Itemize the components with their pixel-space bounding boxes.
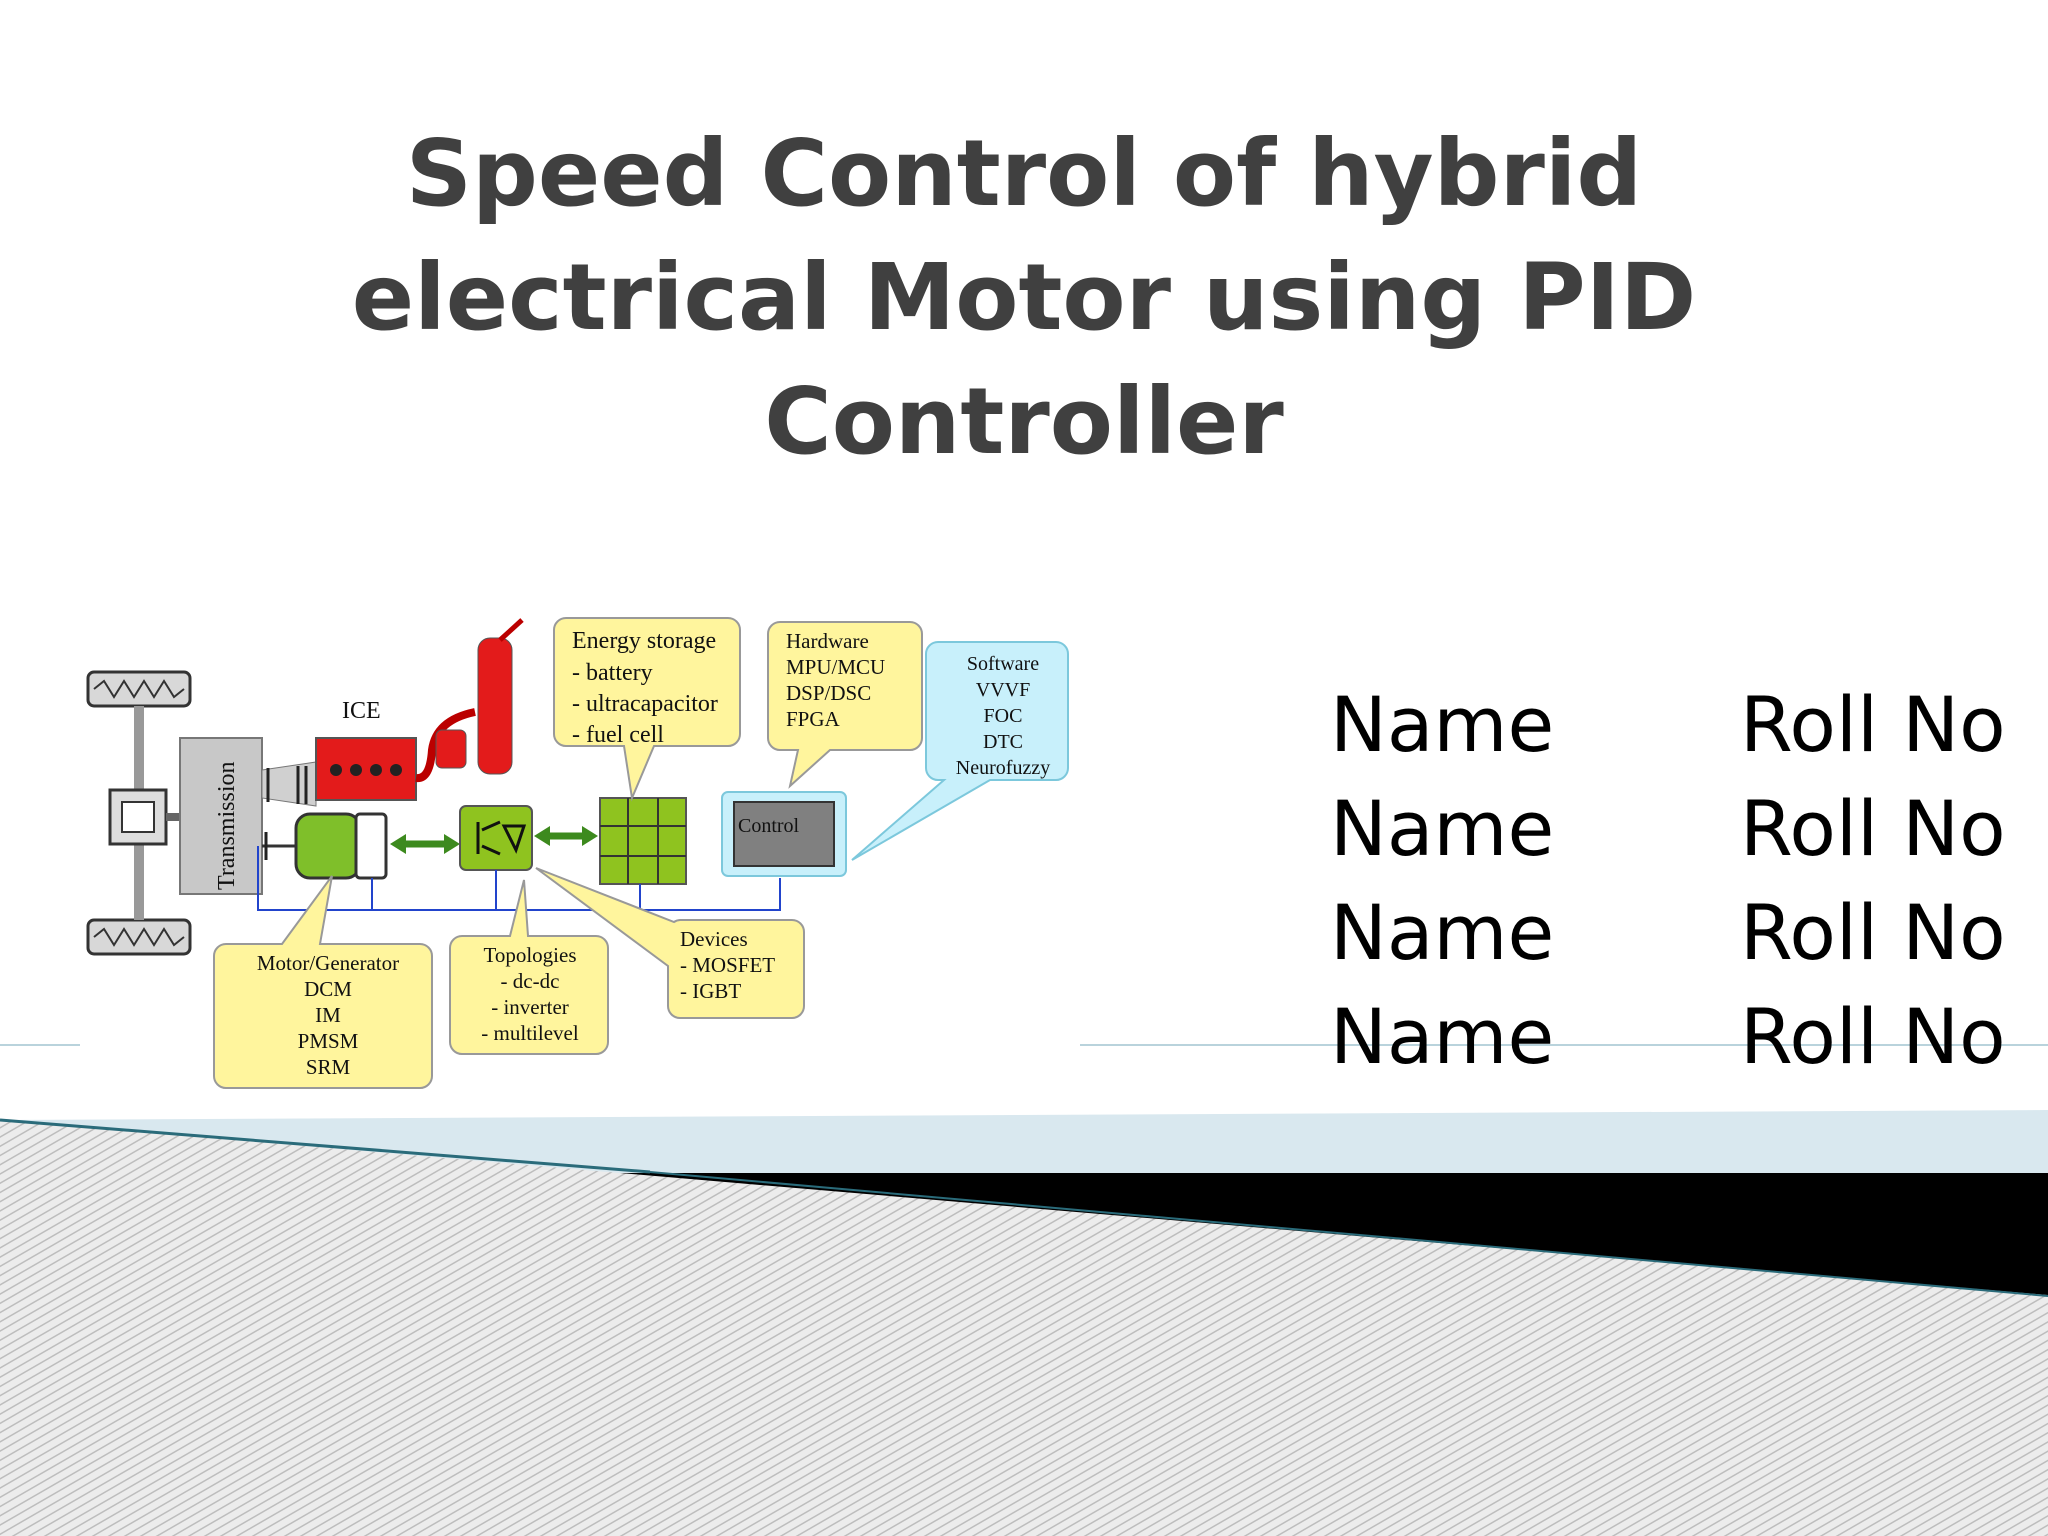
callout-motor-generator: Motor/Generator DCM IM PMSM SRM xyxy=(213,875,433,1089)
callout-topologies: Topologies - dc-dc - inverter - multilev… xyxy=(449,879,609,1055)
callout-line: SRM xyxy=(306,1055,351,1079)
title-line: Controller xyxy=(764,368,1284,475)
callout-line: MPU/MCU xyxy=(786,655,885,679)
callout-line: - ultracapacitor xyxy=(572,691,718,717)
student-name: Name xyxy=(1330,887,1555,977)
callout-line: - fuel cell xyxy=(572,722,664,748)
student-roll-no: Roll No xyxy=(1740,991,2006,1081)
control-chip-icon xyxy=(733,801,835,867)
callout-line: Devices xyxy=(680,927,748,951)
callout-line: DSP/DSC xyxy=(786,681,871,705)
student-row: Name Roll No xyxy=(1330,776,2030,880)
callout-line: DTC xyxy=(983,731,1023,753)
callout-line: Energy storage xyxy=(572,628,716,654)
slide-title: Speed Control of hybrid electrical Motor… xyxy=(260,112,1788,484)
callout-line: Software xyxy=(967,653,1039,675)
title-line: electrical Motor using PID xyxy=(351,244,1697,351)
callout-line: - battery xyxy=(572,660,653,686)
student-roll-no: Roll No xyxy=(1740,887,2006,977)
student-name: Name xyxy=(1330,783,1555,873)
wheel-icon xyxy=(86,670,192,956)
callout-line: - MOSFET xyxy=(680,953,775,977)
callout-line: Motor/Generator xyxy=(257,951,399,975)
control-label: Control xyxy=(738,815,800,837)
callout-line: IM xyxy=(315,1003,341,1027)
transmission-label: Transmission xyxy=(214,762,240,890)
fuel-pump-icon xyxy=(435,729,467,769)
callout-line: - dc-dc xyxy=(501,969,560,993)
title-line: Speed Control of hybrid xyxy=(405,120,1643,227)
callout-energy-storage: Energy storage - battery - ultracapacito… xyxy=(553,617,741,802)
callout-line: - multilevel xyxy=(481,1021,579,1045)
double-arrow-icon xyxy=(390,826,598,854)
student-name: Name xyxy=(1330,991,1555,1081)
callout-line: PMSM xyxy=(298,1029,359,1053)
student-row: Name Roll No xyxy=(1330,984,2030,1088)
callout-line: - inverter xyxy=(491,995,569,1019)
callout-line: VVVF xyxy=(976,679,1030,701)
callout-hardware: Hardware MPU/MCU DSP/DSC FPGA xyxy=(767,621,923,789)
callout-line: DCM xyxy=(304,977,352,1001)
ice-label: ICE xyxy=(342,698,381,724)
transmission-block xyxy=(179,737,263,895)
callout-line: - IGBT xyxy=(680,979,741,1003)
callout-line: Neurofuzzy xyxy=(956,757,1050,779)
student-list: Name Roll No Name Roll No Name Roll No N… xyxy=(1330,672,2030,1088)
fuel-tank-icon xyxy=(477,637,513,775)
callout-line: Hardware xyxy=(786,629,869,653)
callout-line: Topologies xyxy=(483,943,576,967)
student-roll-no: Roll No xyxy=(1740,783,2006,873)
student-row: Name Roll No xyxy=(1330,880,2030,984)
callout-line: FPGA xyxy=(786,707,841,731)
student-row: Name Roll No xyxy=(1330,672,2030,776)
motor-icon xyxy=(294,812,362,880)
callout-software: Software VVVF FOC DTC Neurofuzzy xyxy=(851,641,1069,861)
hybrid-drivetrain-diagram: Transmission ICE xyxy=(80,600,1080,1100)
callout-devices: Devices - MOSFET - IGBT xyxy=(535,867,805,1019)
student-roll-no: Roll No xyxy=(1740,679,2006,769)
energy-storage-icon xyxy=(599,797,687,885)
student-name: Name xyxy=(1330,679,1555,769)
callout-line: FOC xyxy=(984,705,1023,727)
